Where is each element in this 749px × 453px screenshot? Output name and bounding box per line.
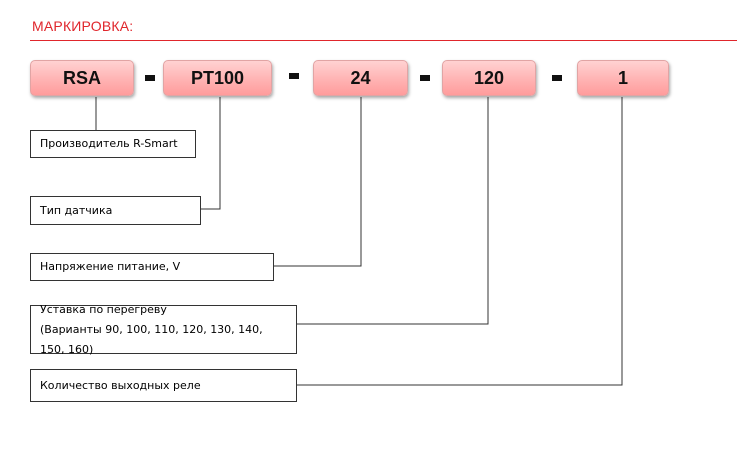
label-text: Уставка по перегреву — [40, 302, 167, 316]
connector-sensor-type — [201, 97, 221, 210]
connector-overheat — [297, 97, 489, 325]
code-part-overheat: 120 — [442, 60, 536, 96]
code-part-manufacturer: RSA — [30, 60, 134, 96]
label-text: Количество выходных реле — [40, 378, 201, 392]
label-text: Производитель R-Smart — [40, 137, 178, 150]
label-sensor-type: Тип датчика — [30, 196, 201, 225]
label-overheat-setpoint: Уставка по перегреву (Варианты 90, 100, … — [30, 303, 297, 356]
label-text-variants: (Варианты 90, 100, 110, 120, 130, 140, 1… — [40, 322, 263, 356]
separator-dash — [289, 73, 299, 79]
separator-dash — [420, 75, 430, 81]
label-text: Тип датчика — [40, 203, 113, 217]
separator-dash — [145, 75, 155, 81]
title-underline — [30, 40, 737, 41]
label-voltage: Напряжение питание, V — [30, 253, 274, 281]
code-part-voltage: 24 — [313, 60, 408, 96]
diagram-title: МАРКИРОВКА: — [32, 18, 134, 34]
code-part-relays: 1 — [577, 60, 669, 96]
connector-relays — [297, 97, 623, 386]
connector-voltage — [274, 97, 362, 267]
code-part-sensor-type: PT100 — [163, 60, 272, 96]
separator-dash — [552, 75, 562, 81]
label-text: Напряжение питание, V — [40, 260, 181, 273]
label-manufacturer: Производитель R-Smart — [30, 130, 196, 158]
label-relay-count: Количество выходных реле — [30, 369, 297, 402]
